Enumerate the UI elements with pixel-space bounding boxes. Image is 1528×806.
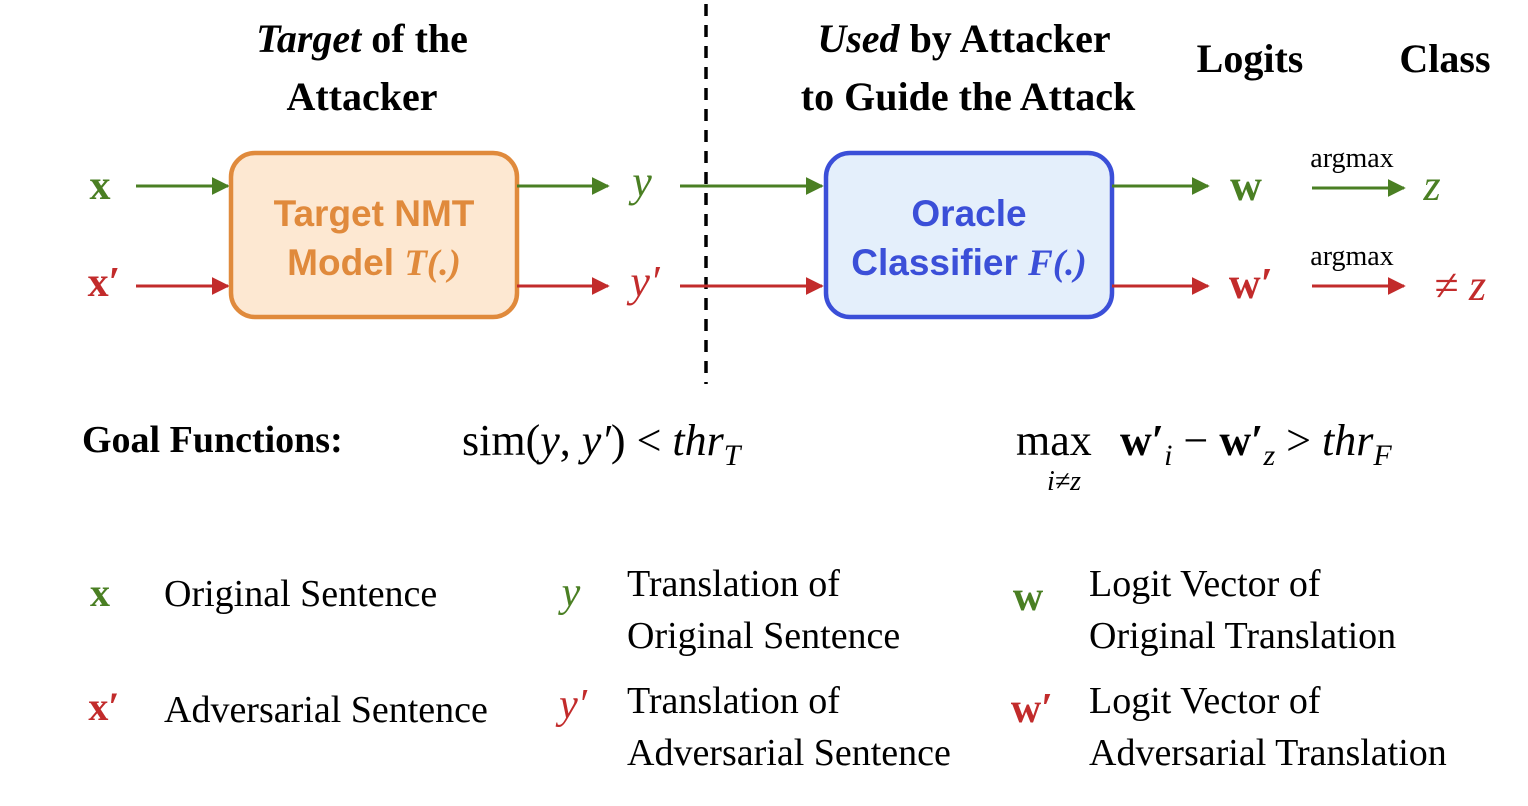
used-header-line2: to Guide the Attack bbox=[801, 74, 1136, 119]
goal-functions-label: Goal Functions: bbox=[82, 419, 343, 461]
legend-y-desc-line2: Original Sentence bbox=[627, 615, 900, 657]
oracle-box-line2: Classifier F(.) bbox=[851, 242, 1086, 284]
legend-w-desc-line2: Original Translation bbox=[1089, 615, 1396, 657]
legend-w-desc-line1: Logit Vector of bbox=[1089, 563, 1321, 605]
goal-oracle-max: max bbox=[1016, 416, 1092, 465]
legend-x-adv-desc: Adversarial Sentence bbox=[164, 689, 488, 731]
legend-w-symbol: w bbox=[1013, 574, 1044, 620]
x-symbol: x bbox=[90, 163, 111, 209]
legend-w-adv-desc-line1: Logit Vector of bbox=[1089, 680, 1321, 722]
target-header-line1: Target of the bbox=[256, 16, 468, 61]
logits-header: Logits bbox=[1197, 36, 1304, 81]
w-symbol: w bbox=[1230, 161, 1262, 210]
not-z-symbol: ≠ z bbox=[1434, 261, 1486, 310]
class-header: Class bbox=[1399, 36, 1490, 81]
legend-y-adv-desc-line2: Adversarial Sentence bbox=[627, 732, 951, 774]
z-symbol: z bbox=[1422, 161, 1440, 210]
target-nmt-box bbox=[228, 150, 520, 320]
x-adv-symbol: x′ bbox=[88, 260, 121, 306]
legend-x-desc: Original Sentence bbox=[164, 573, 437, 615]
target-box-line2: Model T(.) bbox=[287, 242, 461, 284]
legend-x-adv-symbol: x′ bbox=[88, 684, 119, 729]
target-box-line1: Target NMT bbox=[274, 193, 475, 234]
legend-y-desc-line1: Translation of bbox=[627, 563, 840, 605]
legend-y-adv-desc-line1: Translation of bbox=[627, 680, 840, 722]
goal-oracle-formula: w′i − w′z > thrF bbox=[1120, 416, 1392, 472]
legend-x-symbol: x bbox=[90, 570, 110, 615]
oracle-box-line1: Oracle bbox=[911, 193, 1026, 234]
argmax-label-top: argmax bbox=[1310, 143, 1393, 174]
goal-target-formula: sim(y, y′) < thrT bbox=[462, 416, 743, 472]
y-symbol: y bbox=[628, 157, 652, 206]
oracle-classifier-box bbox=[823, 150, 1115, 320]
y-adv-symbol: y′ bbox=[626, 257, 661, 306]
legend-y-symbol: y bbox=[558, 570, 581, 616]
w-adv-symbol: w′ bbox=[1229, 259, 1273, 308]
goal-oracle-max-subscript: i≠z bbox=[1047, 466, 1081, 497]
target-header-line2: Attacker bbox=[286, 74, 437, 119]
argmax-label-bottom: argmax bbox=[1310, 241, 1393, 272]
legend-y-adv-symbol: y′ bbox=[555, 682, 588, 728]
legend-w-adv-desc-line2: Adversarial Translation bbox=[1089, 732, 1447, 774]
used-header-line1: Used by Attacker bbox=[817, 16, 1110, 61]
legend-w-adv-symbol: w′ bbox=[1011, 686, 1053, 732]
